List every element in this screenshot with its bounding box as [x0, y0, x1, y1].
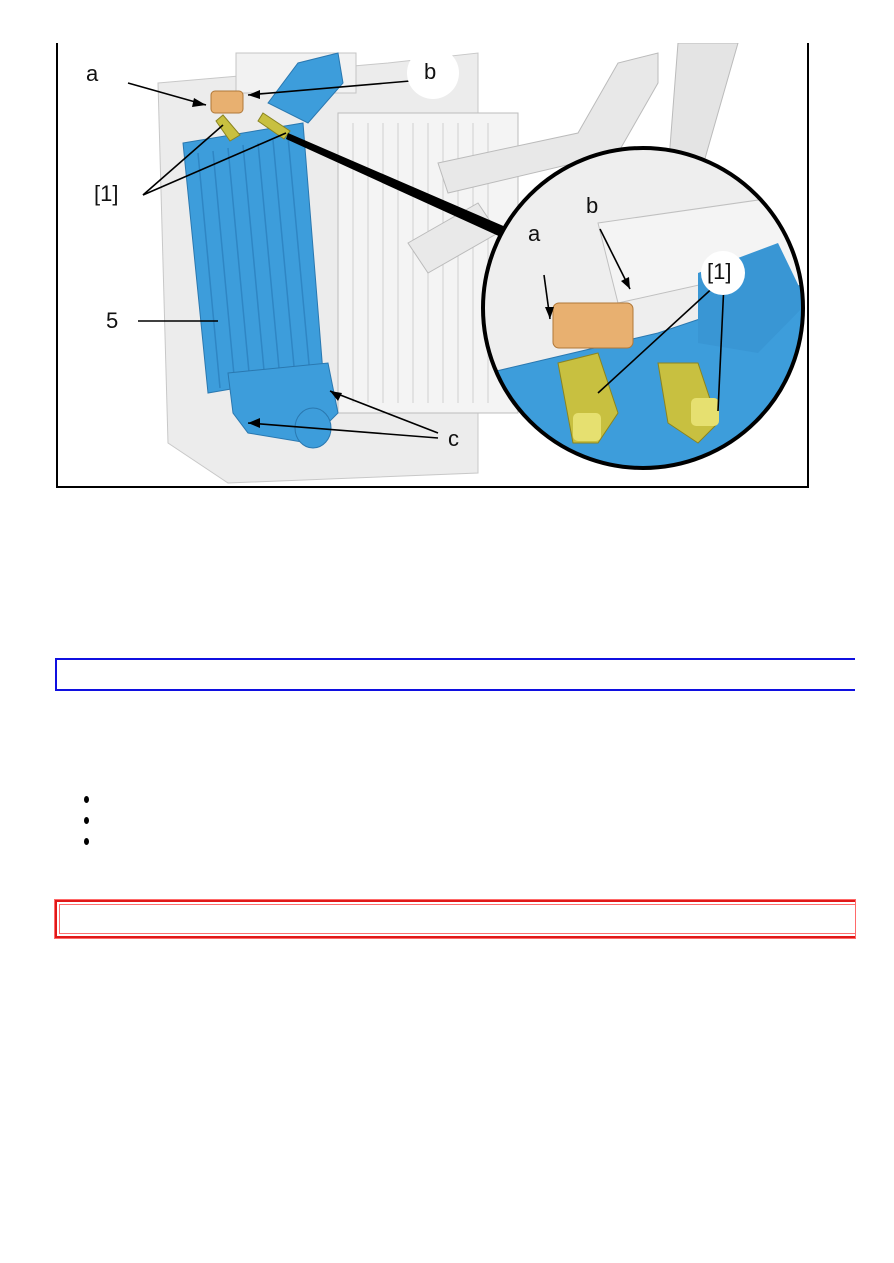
callout-c: c: [448, 426, 459, 451]
warning-box: [54, 899, 856, 939]
detail-callout-tool-1: [1]: [707, 259, 732, 284]
intercooler-diagram: [127, 43, 805, 484]
callout-b: b: [424, 59, 437, 84]
detail-callout-a: a: [528, 221, 541, 246]
callout-tool-1: [1]: [94, 181, 119, 206]
detail-callout-b: b: [586, 193, 599, 218]
warning-box-inner: [59, 904, 855, 934]
illustration-frame: a b [1] 5 c a b [1]: [56, 43, 809, 488]
callout-a: a: [86, 61, 99, 86]
info-box: [55, 658, 855, 691]
callout-part-5: 5: [106, 308, 119, 333]
